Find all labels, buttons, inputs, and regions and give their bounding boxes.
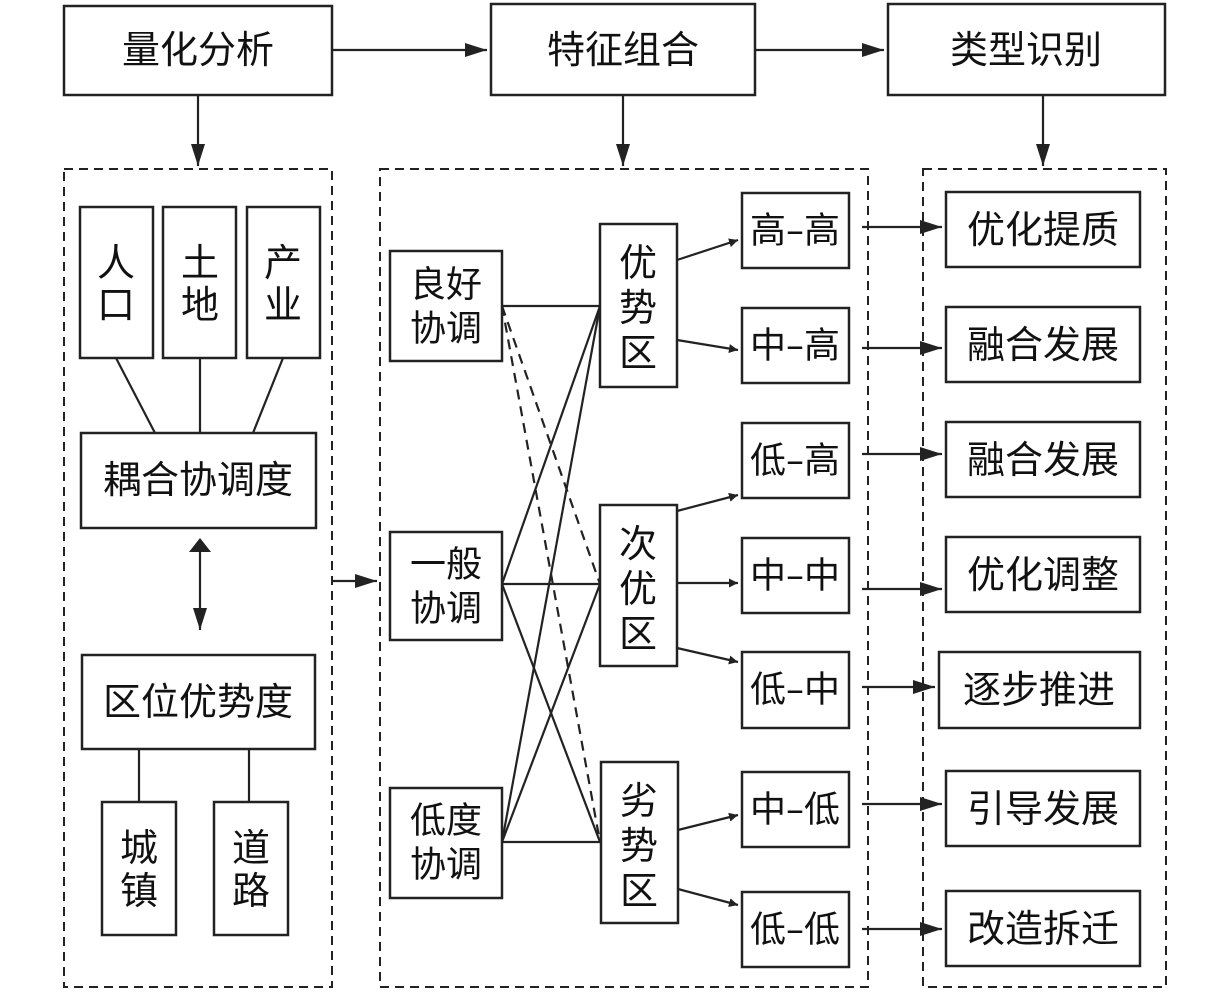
stage-identification-label: 类型识别 — [950, 28, 1102, 72]
connector-population — [115, 357, 156, 434]
connector-industry — [251, 357, 285, 434]
combo-low-low: 低–低 — [740, 890, 851, 969]
coordination-good-line2: 协调 — [410, 309, 482, 350]
zone-advantage-c1: 优 — [619, 241, 657, 285]
combo-mid-high-label: 中–高 — [750, 326, 840, 367]
coupling-label: 耦合协调度 — [103, 458, 293, 502]
zone-disadvantage-c2: 势 — [620, 824, 658, 868]
factor-industry-c1: 产 — [264, 241, 302, 285]
stage-identification: 类型识别 — [886, 2, 1167, 97]
factor-population-c2: 口 — [97, 283, 135, 327]
coupling-box: 耦合协调度 — [79, 431, 318, 530]
coordination-good-line1: 良好 — [410, 265, 482, 306]
zone-disadvantage-c1: 劣 — [620, 779, 658, 823]
stage-analysis: 量化分析 — [62, 4, 334, 97]
type-integrated-development-2-label: 融合发展 — [967, 438, 1119, 482]
type-integrated-development-1-label: 融合发展 — [967, 323, 1119, 367]
zone-advantage: 优 势 区 — [598, 222, 679, 389]
type-optimize-adjust: 优化调整 — [944, 535, 1142, 614]
coordination-normal-line1: 一般 — [410, 545, 482, 586]
coordination-normal-line2: 协调 — [410, 589, 482, 630]
type-guided-development-label: 引导发展 — [967, 787, 1119, 831]
location-label: 区位优势度 — [103, 680, 293, 724]
factor-industry: 产 业 — [245, 205, 322, 360]
type-integrated-development-2: 融合发展 — [944, 420, 1142, 499]
type-optimize-quality-label: 优化提质 — [967, 208, 1119, 252]
type-integrated-development-1: 融合发展 — [944, 305, 1142, 384]
factor-land-c2: 地 — [181, 283, 219, 327]
combo-low-high: 低–高 — [740, 421, 851, 500]
coordination-low-line2: 协调 — [410, 845, 482, 886]
factor-population: 人 口 — [78, 205, 155, 360]
combo-mid-low: 中–低 — [740, 770, 851, 849]
factor-road-c2: 路 — [232, 869, 270, 913]
combo-mid-low-label: 中–低 — [750, 790, 840, 831]
stage-combination: 特征组合 — [489, 2, 757, 97]
zone-secondary-c3: 区 — [619, 612, 657, 656]
factor-land-c1: 土 — [181, 241, 219, 285]
type-optimize-adjust-label: 优化调整 — [967, 553, 1119, 597]
zone-advantage-c2: 势 — [619, 286, 657, 330]
analysis-group — [63, 168, 333, 988]
coordination-normal: 一般 协调 — [388, 530, 504, 642]
type-renovation-relocation: 改造拆迁 — [944, 889, 1142, 968]
location-box: 区位优势度 — [80, 653, 317, 751]
factor-industry-c2: 业 — [264, 283, 302, 327]
factor-land: 土 地 — [161, 205, 238, 360]
coordination-low: 低度 协调 — [388, 786, 504, 900]
factor-road-c1: 道 — [232, 826, 270, 870]
factor-town: 城 镇 — [100, 800, 178, 937]
stage-analysis-label: 量化分析 — [122, 28, 274, 72]
type-renovation-relocation-label: 改造拆迁 — [967, 907, 1119, 951]
zone-advantage-c3: 区 — [619, 331, 657, 375]
factor-town-c1: 城 — [120, 826, 158, 870]
combination-group — [379, 168, 869, 988]
identification-group — [922, 168, 1167, 988]
combo-high-high-label: 高–高 — [750, 211, 840, 252]
factor-road: 道 路 — [212, 800, 290, 937]
type-optimize-quality: 优化提质 — [944, 190, 1142, 269]
combo-low-high-label: 低–高 — [750, 441, 840, 482]
type-guided-development: 引导发展 — [944, 769, 1142, 848]
combo-low-mid: 低–中 — [740, 650, 851, 730]
coordination-zone-links — [500, 304, 602, 844]
combo-mid-high: 中–高 — [740, 306, 851, 385]
zone-secondary-c2: 优 — [619, 567, 657, 611]
combo-low-mid-label: 低–中 — [750, 670, 840, 711]
coordination-good: 良好 协调 — [388, 249, 504, 363]
combo-type-arrows — [862, 220, 942, 936]
zone-secondary: 次 优 区 — [598, 503, 679, 668]
stage-combination-label: 特征组合 — [547, 28, 699, 72]
type-gradual-advance: 逐步推进 — [937, 650, 1142, 730]
factor-population-c1: 人 — [97, 241, 135, 285]
zone-combo-arrows — [676, 238, 739, 908]
combo-high-high: 高–高 — [740, 191, 851, 270]
factor-town-c2: 镇 — [120, 869, 158, 913]
zone-disadvantage: 劣 势 区 — [599, 760, 680, 925]
type-gradual-advance-label: 逐步推进 — [963, 668, 1115, 712]
zone-disadvantage-c3: 区 — [620, 869, 658, 913]
combo-mid-mid: 中–中 — [740, 536, 851, 615]
combo-mid-mid-label: 中–中 — [750, 556, 840, 597]
zone-secondary-c1: 次 — [619, 522, 657, 566]
coordination-low-line1: 低度 — [410, 801, 482, 842]
combo-low-low-label: 低–低 — [750, 910, 840, 951]
